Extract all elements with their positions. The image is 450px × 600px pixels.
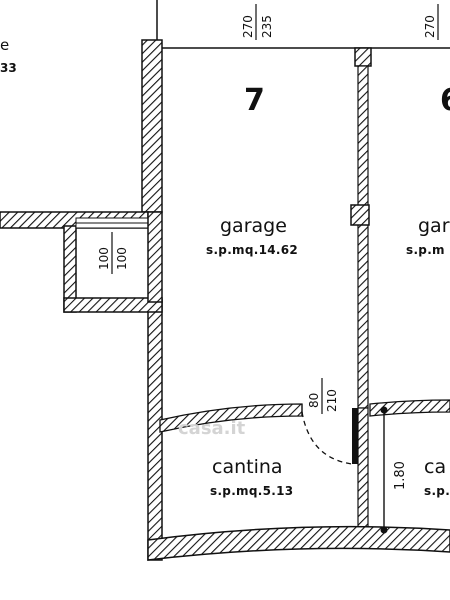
door-leaf bbox=[352, 408, 358, 464]
unit-number-right: 6 bbox=[440, 83, 450, 118]
height-dimension-tick-top bbox=[380, 406, 388, 414]
height-dimension-label: 1.80 bbox=[393, 461, 408, 490]
wall-left-upper bbox=[141, 39, 163, 213]
left-partial-line2: 33 bbox=[0, 61, 17, 75]
wall-bottom-curved bbox=[147, 525, 450, 561]
top-dim-1-bottom: 235 bbox=[260, 15, 274, 38]
pillar-top-center bbox=[354, 47, 372, 67]
door-dim-top: 80 bbox=[307, 393, 321, 408]
watermark: casa.it bbox=[178, 418, 246, 439]
cantina-right-area: s.p. bbox=[424, 484, 450, 498]
shaft-pillar bbox=[147, 211, 163, 303]
cantina-label: cantina bbox=[212, 456, 283, 478]
unit-number: 7 bbox=[244, 83, 265, 118]
garage-label: garage bbox=[220, 215, 287, 237]
garage-area: s.p.mq.14.62 bbox=[206, 243, 298, 257]
cantina-area: s.p.mq.5.13 bbox=[210, 484, 293, 498]
door-dim-bottom: 210 bbox=[325, 389, 339, 412]
cantina-right-label: ca bbox=[424, 456, 446, 478]
garage-right-area: s.p.m bbox=[406, 243, 445, 257]
wall-center-divider bbox=[357, 65, 369, 409]
cantina-partition-right bbox=[369, 399, 450, 417]
garage-right-label: gar bbox=[418, 215, 450, 237]
left-partial-line1: e bbox=[0, 36, 9, 54]
wall-right-cantina bbox=[357, 407, 369, 534]
top-dim-2-top: 270 bbox=[423, 15, 437, 38]
height-dimension-tick-bottom bbox=[380, 526, 388, 534]
pillar-mid-center bbox=[350, 204, 370, 226]
top-dim-1-top: 270 bbox=[241, 15, 255, 38]
shaft-dim-bottom: 100 bbox=[115, 247, 129, 270]
door-swing-arc bbox=[301, 411, 353, 465]
shaft-dim-top: 100 bbox=[97, 247, 111, 270]
shaft-wall-bottom bbox=[63, 297, 163, 313]
